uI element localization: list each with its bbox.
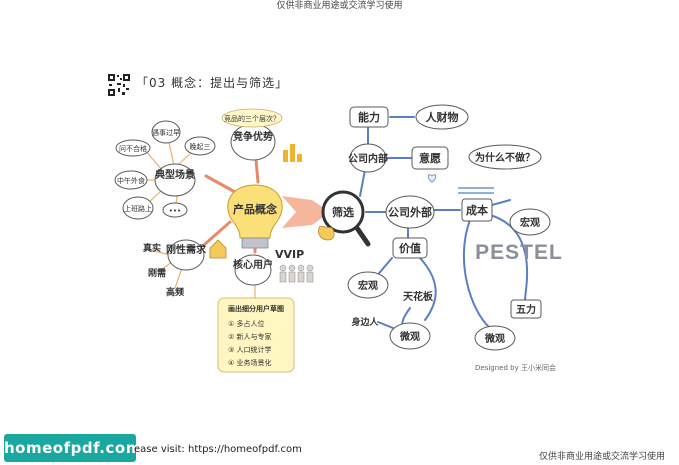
footer-url-text[interactable]: ease visit: https://homeofpdf.com — [134, 444, 302, 455]
scenario-item — [162, 202, 188, 218]
five-forces-label: 五力 — [516, 303, 536, 316]
nearby-label: 身边人 — [351, 316, 379, 328]
pestel-label: PESTEL — [475, 241, 563, 264]
scenario-item-text: 中午外食 — [117, 176, 145, 185]
need-item: 高频 — [166, 286, 184, 298]
money-icon — [458, 187, 494, 194]
macro-node — [509, 208, 551, 236]
why-node — [468, 144, 542, 170]
ability-label: 能力 — [358, 110, 380, 124]
scenario-item — [114, 170, 148, 190]
scenario-item-text: 晚起三 — [190, 142, 211, 151]
macro-node — [347, 271, 389, 299]
value-label: 价值 — [399, 241, 421, 255]
house-icon — [209, 239, 227, 259]
scenario-node — [154, 163, 196, 197]
arrow-to-need — [203, 220, 232, 246]
qr-code-icon — [108, 74, 130, 96]
external-label: 公司外部 — [388, 205, 432, 219]
note-title: 画出细分用户草图 — [228, 304, 284, 313]
need-node — [167, 239, 205, 271]
arrow-to-competitor — [254, 158, 260, 184]
five-forces-node — [510, 299, 542, 319]
bar-chart-icon — [283, 144, 302, 162]
heart-icon — [427, 174, 437, 183]
micro-node — [389, 322, 431, 350]
external-node — [385, 195, 435, 229]
flow-arrow-icon — [282, 196, 330, 228]
why-label: 为什么不做？ — [475, 151, 535, 164]
micro-label: 微观 — [484, 332, 505, 345]
segment-note-card — [217, 297, 295, 373]
scenario-item-text: ••• — [169, 207, 181, 215]
need-label: 刚性需求 — [166, 243, 207, 256]
scenario-label: 典型场景 — [155, 168, 195, 181]
note-item: ② 新人与专家 — [228, 332, 272, 341]
note-item: ③ 人口统计学 — [228, 345, 272, 354]
scenario-item — [151, 120, 181, 144]
micro-label: 微观 — [399, 330, 420, 343]
user-node — [234, 254, 272, 286]
watermark-top: 仅供非商业用途或交流学习使用 — [276, 1, 403, 11]
footer-logo[interactable]: homeofpdf.com — [4, 434, 141, 462]
need-item: 刚需 — [148, 267, 166, 279]
hand-icon — [318, 225, 335, 241]
people-icon — [279, 264, 314, 283]
scenario-item-text: 上班路上 — [124, 204, 152, 213]
user-label: 核心用户 — [233, 258, 273, 271]
macro-label: 宏观 — [358, 279, 378, 292]
cost-label: 成本 — [466, 203, 488, 217]
lightbulb-icon — [227, 184, 283, 249]
ability-node — [349, 106, 389, 128]
note-item: ④ 业务场景化 — [228, 358, 272, 367]
arrow-to-scenario — [204, 174, 237, 194]
scenario-item-text: 问不合格 — [119, 144, 147, 153]
competitor-question: 竞品的三个层次？ — [224, 114, 280, 123]
scenario-item — [122, 196, 154, 220]
will-node — [411, 146, 449, 170]
need-item: 真实 — [143, 242, 161, 254]
scenario-item-text: 遇事过早 — [152, 128, 180, 137]
finance-node — [415, 104, 469, 130]
internal-node — [349, 143, 387, 173]
competitor-label: 竞争优势 — [232, 130, 273, 143]
will-label: 意愿 — [419, 151, 441, 165]
page-title: 「03 概念：提出与筛选」 — [136, 76, 289, 90]
product-concept-label: 产品概念 — [233, 202, 278, 216]
designed-by: Designed by 王小米同会 — [475, 364, 556, 372]
internal-label: 公司内部 — [348, 152, 388, 165]
micro-node — [474, 325, 516, 351]
finance-label: 人财物 — [426, 110, 459, 124]
value-node — [392, 237, 428, 259]
scenario-item — [184, 136, 216, 156]
macro-label: 宏观 — [520, 216, 540, 229]
vvip-badge: VVIP — [275, 248, 304, 261]
magnifier-icon — [321, 190, 371, 247]
competitor-question-bubble — [221, 108, 283, 128]
note-item: ① 多占人位 — [228, 319, 265, 328]
watermark-bottom: 仅供非商业用途或交流学习使用 — [538, 452, 665, 462]
scenario-item — [115, 139, 151, 157]
filter-label: 筛选 — [332, 205, 354, 219]
ceiling-label: 天花板 — [403, 290, 434, 303]
right-links — [359, 116, 529, 329]
cost-node — [461, 198, 493, 222]
